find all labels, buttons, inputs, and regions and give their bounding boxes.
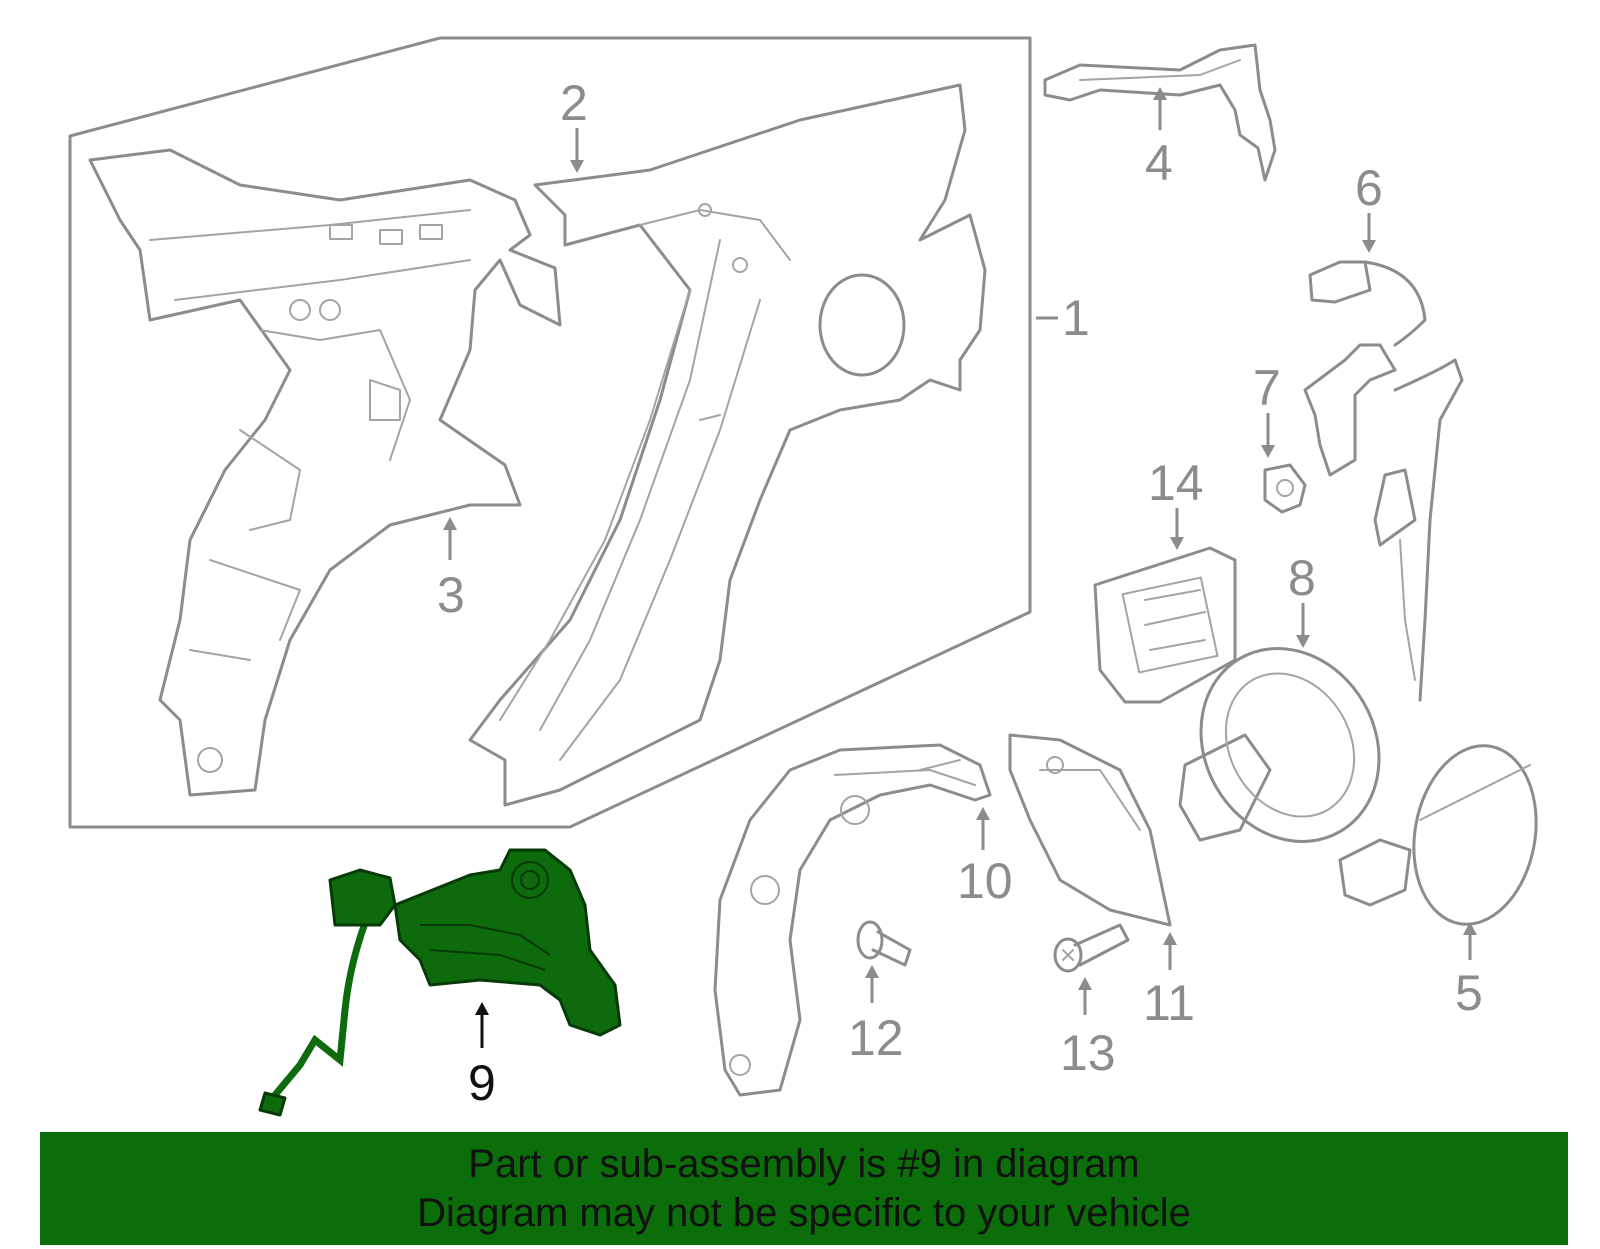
part-13-screw[interactable] [1053,923,1130,973]
callout-2: 2 [560,75,588,173]
part-4-bracket[interactable] [1043,43,1277,182]
callout-12: 12 [848,965,904,1066]
part-10-wheelhouse-liner[interactable] [713,743,992,1097]
banner-line-part-number: Part or sub-assembly is #9 in diagram [468,1142,1140,1186]
svg-text:4: 4 [1145,135,1173,191]
part-6-release-cable[interactable] [1303,260,1464,702]
callout-7: 7 [1253,360,1281,458]
part-3-inner-quarter-panel[interactable] [88,148,562,797]
callout-6: 6 [1355,160,1383,253]
svg-text:3: 3 [437,567,465,623]
svg-text:13: 13 [1060,1025,1116,1081]
svg-text:11: 11 [1143,975,1195,1031]
callout-4: 4 [1145,87,1173,191]
callout-10: 10 [957,807,1013,909]
part-8-filler-housing[interactable] [1166,616,1413,874]
svg-text:1: 1 [1062,290,1090,346]
part-9-highlighted-assembly[interactable] [258,848,622,1117]
callout-1: 1 [1036,290,1090,346]
svg-text:9: 9 [468,1055,496,1111]
svg-text:5: 5 [1455,965,1483,1021]
part-5-fuel-door[interactable] [1338,736,1550,934]
svg-text:10: 10 [957,853,1013,909]
callout-11: 11 [1143,932,1195,1031]
part-12-push-pin[interactable] [856,920,912,967]
svg-text:7: 7 [1253,360,1281,416]
callout-3: 3 [437,517,465,623]
part-14-housing[interactable] [1093,546,1237,704]
svg-text:6: 6 [1355,160,1383,216]
info-banner: Part or sub-assembly is #9 in diagram Di… [40,1132,1568,1245]
callout-8: 8 [1288,550,1316,648]
part-7-clip[interactable] [1263,463,1307,514]
callout-14: 14 [1148,455,1204,550]
part-2-outer-quarter-panel[interactable] [468,83,987,807]
svg-text:14: 14 [1148,455,1204,511]
callout-13: 13 [1060,977,1116,1081]
svg-text:2: 2 [560,75,588,131]
svg-text:12: 12 [848,1010,904,1066]
callout-5: 5 [1455,922,1483,1021]
svg-text:8: 8 [1288,550,1316,606]
part-11-splash-shield[interactable] [1008,733,1172,927]
callout-9: 9 [468,1002,496,1111]
banner-line-disclaimer: Diagram may not be specific to your vehi… [417,1191,1191,1235]
assembly-box-part-1 [68,36,1032,829]
